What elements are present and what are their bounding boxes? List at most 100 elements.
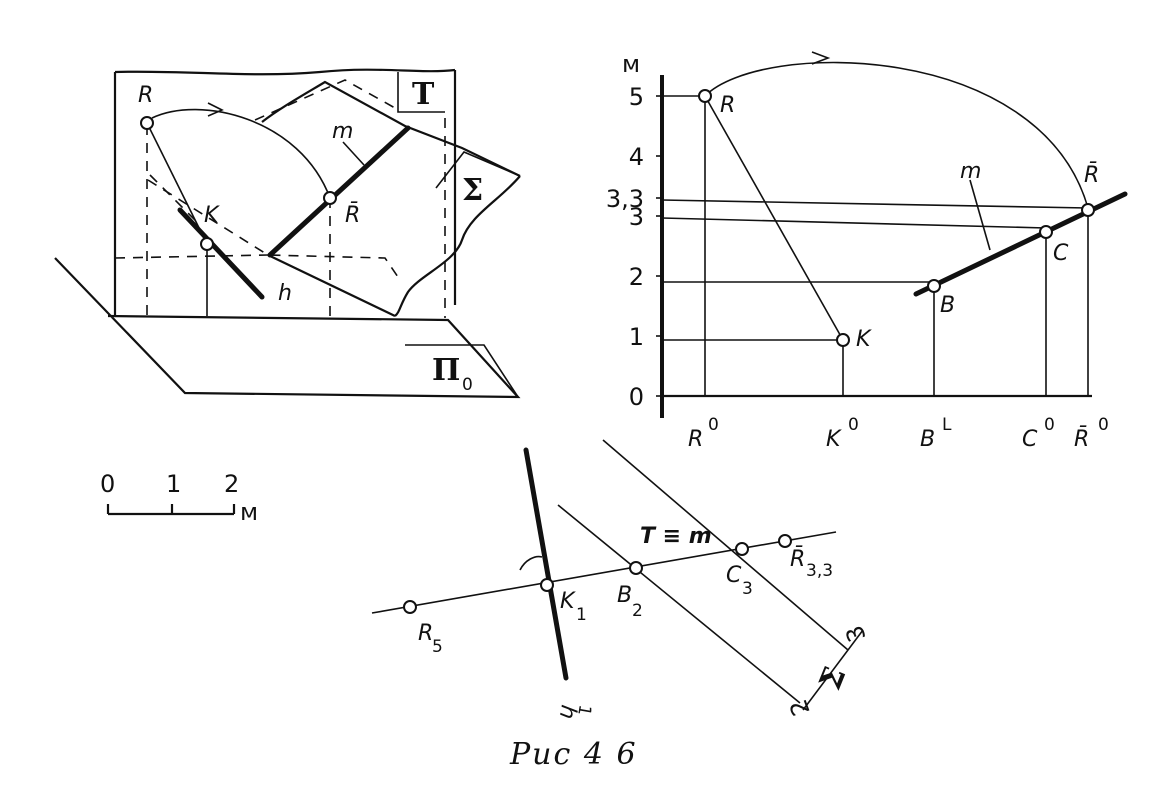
axono-point-k — [200, 237, 214, 251]
plan-label-r5: R — [418, 621, 433, 646]
plan-label-t-m: T ≡ m — [640, 524, 712, 549]
dashed-ground-left — [114, 254, 269, 259]
axono-label-pi-sub: 0 — [462, 375, 473, 395]
profile-base-r-sup: 0 — [708, 415, 719, 435]
plan-point-k1 — [540, 578, 554, 592]
profile-label-r: R — [720, 93, 735, 118]
plan-label-b2: B — [617, 583, 632, 608]
plan-sigma-scale — [802, 629, 864, 711]
profile-label-b: B — [940, 293, 955, 318]
profile-base-c-sup: 0 — [1044, 415, 1055, 435]
profile-label-c: C — [1053, 241, 1069, 266]
arc-arrow-axono — [207, 102, 224, 117]
profile-label-rbar: R̄ — [1084, 162, 1099, 188]
profile-base-r: R — [688, 427, 703, 452]
profile-point-rbar — [1081, 203, 1095, 217]
plan-sub-h1: 1 — [573, 703, 595, 717]
axono-label-h: h — [278, 281, 292, 306]
rotation-arc-axono — [151, 108, 331, 199]
axono-label-r: R — [138, 83, 153, 108]
profile-y-tick-label: 1 — [629, 323, 644, 351]
plan-point-b2 — [629, 561, 643, 575]
axono-label-pi: Π — [432, 353, 460, 388]
plane-sigma-upper-edge — [261, 80, 521, 177]
plane-t-label-box — [397, 72, 445, 113]
plan-point-r5 — [403, 600, 417, 614]
plan-label-c3: C — [726, 563, 742, 588]
plan-label-contour-2: 2 — [784, 696, 816, 720]
profile-point-c — [1039, 225, 1053, 239]
plane-sigma-lower-edge — [267, 254, 396, 317]
axono-label-m: m — [332, 119, 353, 144]
profile-y-tick-label: 4 — [629, 143, 644, 171]
plan-label-sigma: Σ — [813, 662, 853, 695]
profile-rotation-arc — [704, 61, 1089, 209]
plan-sub-c3: 3 — [742, 579, 753, 599]
profile-axis-unit: м — [622, 50, 640, 78]
profile-y-tick-labels: 0 1 2 33,3 4 5 — [606, 83, 644, 411]
plane-sigma-torn-edge — [394, 175, 521, 317]
scale-label-0: 0 — [100, 470, 115, 498]
plan-contour-3 — [602, 439, 849, 651]
plan-bold-line-h1 — [523, 447, 569, 681]
dashed-h-line — [147, 179, 401, 281]
profile-y-tick-label: 2 — [629, 263, 644, 291]
plan-label-r33: R̄ — [790, 546, 805, 572]
plan-trace-t-m — [371, 531, 837, 614]
scale-label-1: 1 — [166, 470, 181, 498]
segment-k-dashed — [149, 174, 201, 226]
ref-line-c — [661, 217, 1047, 229]
scale-bar: 0 1 2 м — [100, 470, 258, 526]
profile-y-tick-label: 3,3 — [606, 185, 644, 213]
plan-label-h1: h — [554, 703, 581, 721]
axono-label-t: T — [412, 77, 435, 112]
plane-t-top-edge — [114, 68, 456, 76]
profile-y-tick-label: 0 — [629, 383, 644, 411]
profile-view: м 0 1 2 33,3 4 5 R K B C R̄ m — [606, 50, 1128, 452]
profile-label-k: K — [856, 327, 872, 352]
profile-m-leader — [969, 179, 991, 251]
plan-label-contour-3: 3 — [840, 622, 872, 646]
profile-label-m: m — [960, 159, 981, 184]
ref-line-rbar — [661, 199, 1089, 209]
plan-view: T ≡ m R 5 K 1 B 2 C 3 R̄ 3,3 h 1 Σ 2 3 — [371, 439, 872, 721]
plan-point-r33 — [778, 534, 792, 548]
profile-segment-rk — [704, 95, 844, 341]
profile-point-b — [927, 279, 941, 293]
profile-y-tick-label: 5 — [629, 83, 644, 111]
plan-contour-2 — [557, 504, 801, 704]
profile-base-k: K — [826, 427, 842, 452]
plan-sub-r33: 3,3 — [806, 561, 833, 581]
plane-pi0-label-box — [405, 344, 519, 398]
plan-sub-k1: 1 — [576, 605, 587, 625]
plane-sigma-label-box — [435, 151, 521, 189]
axono-label-sigma: Σ — [462, 173, 483, 208]
profile-base-c: C — [1022, 427, 1038, 452]
profile-point-k — [836, 333, 850, 347]
axono-point-rbar — [323, 191, 337, 205]
plan-label-k1: K — [560, 589, 576, 614]
profile-arc-arrow — [811, 51, 831, 65]
profile-point-r — [698, 89, 712, 103]
dashed-upper — [254, 79, 396, 121]
figure-caption: Рис 4 6 — [509, 737, 638, 772]
scale-label-2: 2 — [224, 470, 239, 498]
plan-sub-b2: 2 — [632, 601, 643, 621]
axono-label-rbar: R̄ — [345, 202, 360, 228]
plan-angle-arc — [519, 555, 543, 571]
profile-base-b: B — [920, 427, 935, 452]
scale-unit: м — [240, 498, 258, 526]
profile-y-tick-marks — [656, 95, 662, 397]
profile-base-rbar: R̄ — [1074, 426, 1089, 452]
profile-base-rbar-sup: 0 — [1098, 415, 1109, 435]
profile-base-k-sup: 0 — [848, 415, 859, 435]
segment-rk — [146, 122, 208, 245]
bold-line-m — [267, 125, 411, 258]
plan-point-c3 — [735, 542, 749, 556]
axonometric-view: R K R̄ m h T Σ Π 0 — [54, 68, 521, 399]
profile-y-tick-label: 3 — [629, 203, 644, 231]
m-leader — [342, 141, 365, 166]
axono-label-k: K — [204, 203, 220, 228]
bold-line-h — [177, 207, 265, 300]
